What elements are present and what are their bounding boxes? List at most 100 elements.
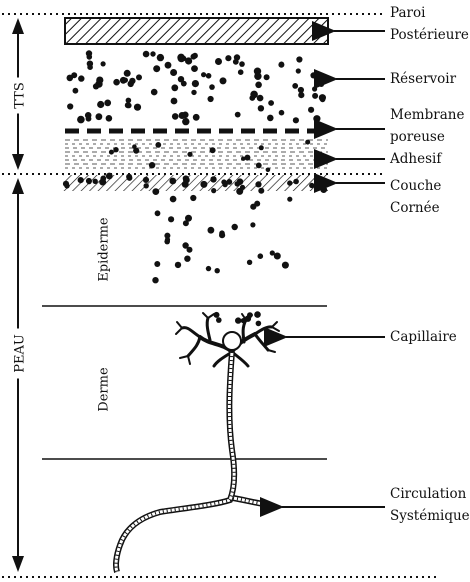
molecule-dot [67, 103, 73, 109]
molecule-dot [287, 197, 292, 202]
molecule-dot [191, 65, 198, 72]
molecule-dot [258, 105, 264, 111]
molecule-dot [182, 118, 189, 125]
molecule-dot [254, 311, 261, 318]
molecule-dot [155, 210, 161, 216]
label-membrane: Membrane poreuse [390, 107, 464, 145]
region-tts: TTS [13, 78, 28, 114]
molecule-dot [310, 72, 316, 78]
label-reservoir: Réservoir [390, 71, 456, 87]
molecule-dot [125, 102, 131, 108]
label-membrane-line1: Membrane [390, 107, 464, 123]
molecule-dot [93, 83, 99, 89]
molecule-dot [77, 116, 85, 124]
label-circulation-line1: Circulation [390, 486, 470, 502]
molecule-dot [193, 114, 200, 121]
molecule-dot [143, 177, 149, 183]
molecule-dot [78, 75, 84, 81]
capillary-network [176, 313, 279, 366]
molecule-dot [267, 115, 274, 122]
molecule-dot [78, 177, 84, 183]
molecule-dot [101, 61, 106, 66]
molecule-dot [185, 215, 192, 222]
molecule-dot [136, 74, 142, 80]
molecule-dot [178, 76, 184, 82]
molecule-dot [216, 317, 222, 323]
molecule-dot [123, 78, 128, 83]
molecule-dot [250, 91, 258, 99]
molecule-dot [298, 92, 304, 98]
molecule-dot [97, 101, 104, 108]
molecule-dot [211, 188, 216, 193]
molecule-dot [200, 181, 207, 188]
label-circulation: Circulation Systémique [390, 486, 470, 524]
molecule-dot [209, 84, 215, 90]
molecule-dot [259, 145, 264, 150]
molecule-dot [155, 142, 161, 148]
molecule-dot [171, 98, 178, 105]
molecule-dot [320, 97, 326, 103]
molecule-dot [232, 224, 238, 230]
capillary-dots [214, 311, 262, 326]
molecule-dot [256, 321, 262, 327]
molecule-dot [132, 144, 137, 149]
molecule-dot [93, 179, 98, 184]
label-circulation-line2: Systémique [390, 508, 470, 524]
molecule-dot [320, 186, 327, 193]
molecule-dot [185, 57, 192, 64]
molecule-dot [214, 312, 220, 318]
molecule-dot [157, 54, 164, 61]
molecule-dot [86, 179, 91, 184]
molecule-dot [312, 86, 317, 91]
molecule-dot [239, 61, 245, 67]
molecule-dot [134, 104, 141, 111]
molecule-dot [255, 82, 262, 89]
molecule-dot [154, 261, 160, 267]
molecule-dot [235, 317, 241, 323]
molecule-dot [268, 100, 274, 106]
region-peau: PEAU [13, 329, 28, 379]
label-capillaire: Capillaire [390, 329, 457, 345]
molecule-dot [215, 58, 222, 65]
molecule-dot [168, 216, 174, 222]
molecule-dot [151, 89, 158, 96]
molecule-dot [152, 188, 159, 195]
molecule-dot [254, 73, 261, 80]
molecule-dot [266, 168, 271, 173]
molecule-dot [318, 81, 324, 87]
molecule-dot [152, 277, 158, 283]
molecule-dot [274, 253, 281, 260]
blood-vessel [116, 352, 234, 572]
molecule-dot [73, 88, 79, 94]
molecule-dot [96, 77, 103, 84]
molecule-dot [313, 115, 320, 122]
region-derme: Derme [97, 363, 112, 417]
molecule-dot [177, 54, 185, 62]
molecule-dot [109, 150, 114, 155]
molecule-dot [292, 83, 298, 89]
molecule-dot [96, 113, 103, 120]
molecule-dot [312, 93, 318, 99]
molecule-dot [175, 262, 181, 268]
molecule-dot [258, 253, 264, 259]
reservoir-dots [67, 50, 327, 125]
molecule-dot [184, 256, 190, 262]
molecule-dot [100, 176, 106, 182]
molecule-dot [240, 185, 245, 190]
molecule-dot [208, 227, 215, 234]
molecule-dot [179, 112, 186, 119]
molecule-dot [67, 75, 74, 82]
molecule-dot [250, 222, 255, 227]
molecule-dot [206, 73, 212, 79]
molecule-dot [183, 177, 190, 184]
label-paroi-line2: Postérieure [390, 27, 469, 43]
molecule-dot [264, 74, 270, 80]
region-epiderme: Epiderme [97, 208, 112, 292]
molecule-dot [172, 113, 179, 120]
epidermis-dots [152, 195, 292, 284]
molecule-dot [87, 64, 93, 70]
molecule-dot [220, 77, 227, 84]
molecule-dot [215, 268, 220, 273]
molecule-dot [244, 155, 250, 161]
molecule-dot [293, 179, 299, 185]
